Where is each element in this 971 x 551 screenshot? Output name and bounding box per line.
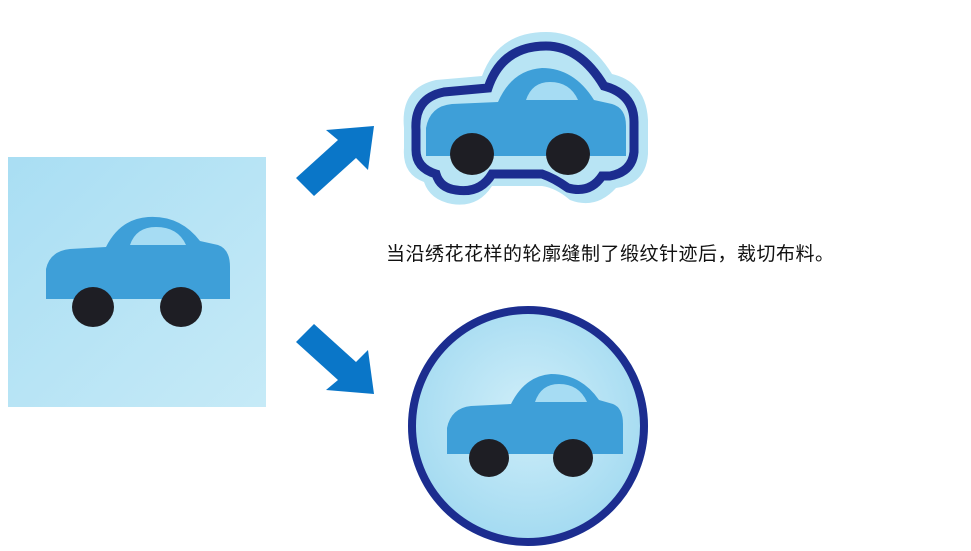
car-shaped-patch [403,32,648,205]
car-embroidery-icon [46,216,230,327]
arrow-down-right-icon [296,324,374,394]
car-embroidery-icon [426,68,626,175]
caption-text: 当沿绣花花样的轮廓缝制了缎纹针迹后，裁切布料。 [386,243,835,265]
arrow-up-right-icon [296,126,374,196]
source-fabric-swatch [8,157,266,407]
car-embroidery-icon [447,374,623,477]
round-patch [408,306,648,546]
